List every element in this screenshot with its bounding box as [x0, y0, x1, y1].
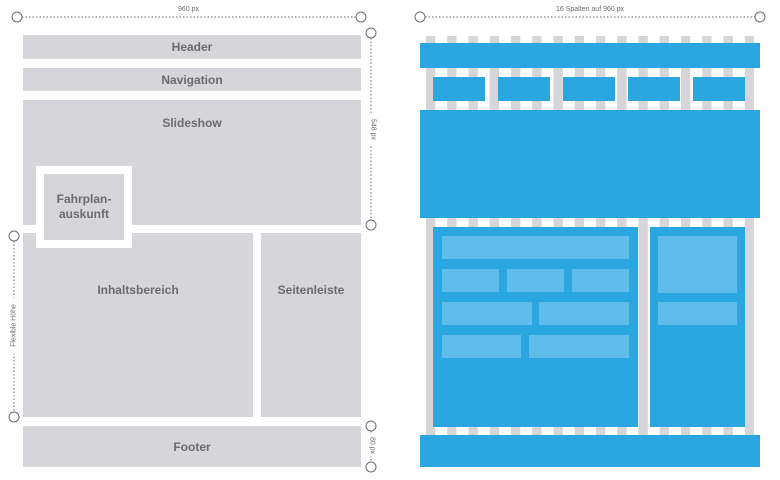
content-light-box [529, 335, 629, 358]
content-light-box [539, 302, 629, 325]
grid-column [638, 36, 648, 467]
sidebar-light-box [658, 236, 737, 293]
grid-column [425, 36, 436, 467]
grid-content-area [433, 227, 638, 427]
inhaltsbereich-block: Inhaltsbereich [23, 233, 253, 417]
navigation-label: Navigation [161, 72, 223, 87]
width-label: 960 px [176, 6, 202, 13]
content-light-box [442, 236, 629, 259]
content-light-box [442, 302, 532, 325]
content-light-box [572, 269, 629, 292]
grid-width-label: 16 Spalten auf 960 px [554, 6, 627, 13]
inhaltsbereich-label: Inhaltsbereich [97, 283, 179, 297]
grid-nav-box [563, 77, 615, 101]
grid-nav-box [498, 77, 550, 101]
sidebar-light-box [658, 302, 737, 325]
fahrplanauskunft-label: Fahrplan- auskunft [56, 192, 112, 221]
grid-footer [420, 435, 760, 467]
grid-nav-box [693, 77, 745, 101]
seitenleiste-label: Seitenleiste [277, 283, 345, 297]
navigation-block: Navigation [23, 68, 361, 91]
header-label: Header [171, 40, 213, 54]
content-light-box [442, 269, 499, 292]
grid-header-bar [420, 43, 760, 68]
footer-block: Footer [23, 426, 361, 467]
grid-slideshow [420, 110, 760, 218]
content-light-box [507, 269, 564, 292]
slideshow-label: Slideshow [162, 116, 222, 130]
seitenleiste-block: Seitenleiste [261, 233, 361, 417]
grid-nav-box [433, 77, 485, 101]
header-block: Header [23, 35, 361, 59]
footer-label: Footer [173, 439, 211, 454]
grid-nav-box [628, 77, 680, 101]
slideshow-block: Slideshow [23, 100, 361, 225]
grid-column [744, 36, 755, 467]
content-light-box [442, 335, 521, 358]
fahrplanauskunft-block: Fahrplan- auskunft [44, 174, 124, 240]
